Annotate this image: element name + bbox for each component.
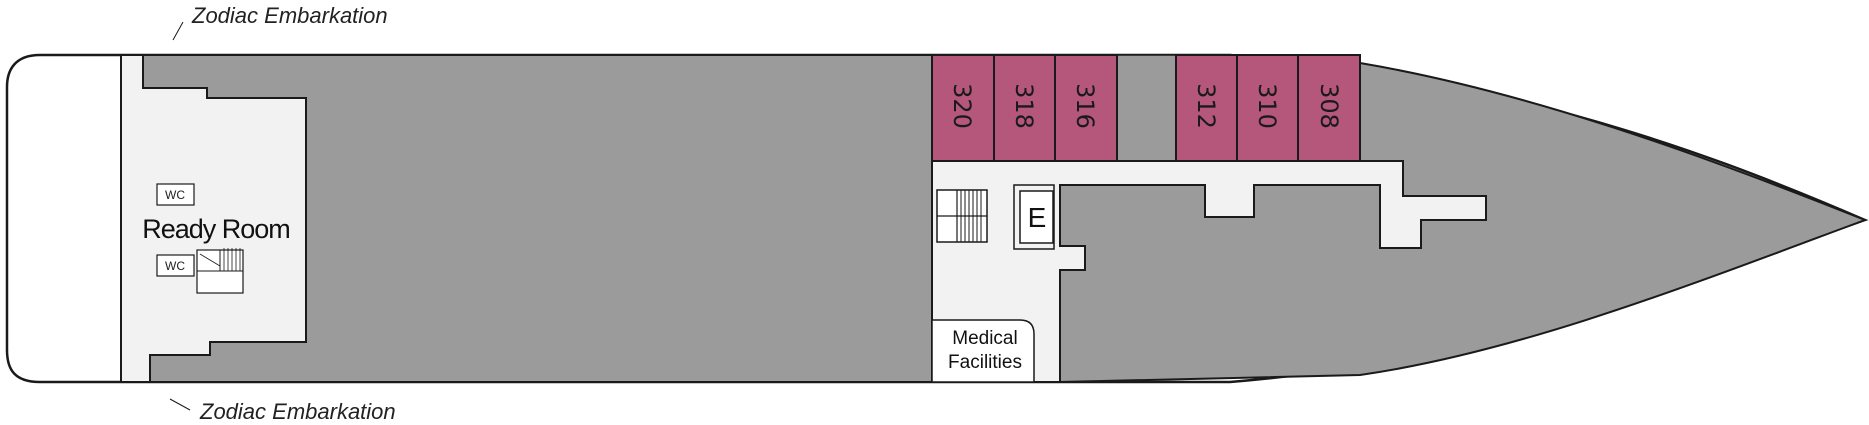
cabin-number-320: 320 [948,83,976,129]
cabin-number-316: 316 [1071,83,1099,129]
cabin-312[interactable] [1175,54,1238,162]
zodiac-embarkation-top-label: Zodiac Embarkation [191,3,388,28]
ready-room-fixtures: WC WC Ready Room [142,183,291,294]
ready-room-area [120,54,307,383]
zodiac-embarkation-top: Zodiac Embarkation [172,3,388,41]
wc-lower-label: WC [165,259,185,273]
cabin-number-308: 308 [1315,83,1343,129]
cabin-310[interactable] [1236,54,1299,162]
cabin-gap [1116,54,1177,162]
cabin-number-318: 318 [1010,83,1038,129]
stairs-icon [936,189,988,243]
cabin-number-310: 310 [1253,83,1281,129]
zodiac-embarkation-bottom: Zodiac Embarkation [169,398,396,424]
elevator-icon: E [1013,184,1055,250]
ready-room-stairs-icon [196,248,244,294]
medical-facilities: Medical Facilities [931,319,1035,383]
wc-lower-box [156,254,195,277]
cabin-316[interactable] [1054,54,1118,162]
medical-label-line1: Medical [952,328,1017,349]
cabin-number-312: 312 [1192,83,1220,129]
wc-upper-box [156,183,195,206]
cabin-308[interactable] [1297,54,1361,162]
wc-upper-label: WC [165,188,185,202]
elevator-label: E [1028,202,1047,233]
medical-label-line2: Facilities [948,352,1022,373]
cabins: 320 318 316 312 310 308 [931,54,1361,162]
ready-room-label: Ready Room [142,214,290,244]
cabin-318[interactable] [993,54,1056,162]
zodiac-embarkation-bottom-label: Zodiac Embarkation [199,399,396,424]
